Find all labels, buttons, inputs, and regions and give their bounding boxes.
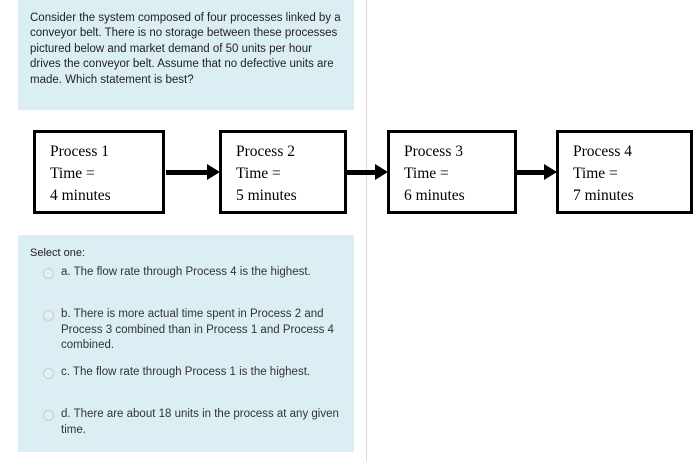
- option-b-text: b. There is more actual time spent in Pr…: [61, 308, 334, 351]
- select-one-label: Select one:: [30, 247, 86, 259]
- radio-button-c[interactable]: [43, 368, 54, 379]
- process-flow-diagram: Process 1 Time = 4 minutes Process 2 Tim…: [0, 110, 700, 235]
- process-1-time-label: Time =: [50, 165, 95, 182]
- process-box-1: Process 1 Time = 4 minutes: [33, 130, 165, 214]
- process-2-time-label: Time =: [236, 165, 281, 182]
- process-3-time-label: Time =: [404, 165, 449, 182]
- option-a-text: a. The flow rate through Process 4 is th…: [61, 266, 311, 278]
- process-2-time-value: 5 minutes: [236, 187, 297, 204]
- option-c-text: c. The flow rate through Process 1 is th…: [61, 366, 311, 378]
- process-1-time-value: 4 minutes: [50, 187, 111, 204]
- radio-button-b[interactable]: [43, 310, 54, 321]
- option-b[interactable]: b. There is more actual time spent in Pr…: [30, 307, 344, 354]
- process-4-time-label: Time =: [573, 165, 618, 182]
- answers-panel: Select one: a. The flow rate through Pro…: [18, 235, 354, 452]
- panel-divider: [366, 0, 367, 461]
- question-stem-panel: Consider the system composed of four pro…: [18, 0, 354, 110]
- option-d[interactable]: d. There are about 18 units in the proce…: [30, 407, 344, 438]
- process-2-name: Process 2: [236, 143, 295, 160]
- process-3-name: Process 3: [404, 143, 463, 160]
- process-4-time-value: 7 minutes: [573, 187, 634, 204]
- radio-button-a[interactable]: [43, 268, 54, 279]
- process-3-time-value: 6 minutes: [404, 187, 465, 204]
- option-d-text: d. There are about 18 units in the proce…: [61, 408, 339, 436]
- process-box-2: Process 2 Time = 5 minutes: [219, 130, 347, 214]
- process-1-name: Process 1: [50, 143, 109, 160]
- process-box-4: Process 4 Time = 7 minutes: [556, 130, 693, 214]
- process-4-name: Process 4: [573, 143, 632, 160]
- option-a[interactable]: a. The flow rate through Process 4 is th…: [30, 265, 344, 281]
- process-box-3: Process 3 Time = 6 minutes: [387, 130, 517, 214]
- option-c[interactable]: c. The flow rate through Process 1 is th…: [30, 365, 344, 381]
- question-stem-text: Consider the system composed of four pro…: [30, 12, 341, 86]
- radio-button-d[interactable]: [43, 410, 54, 421]
